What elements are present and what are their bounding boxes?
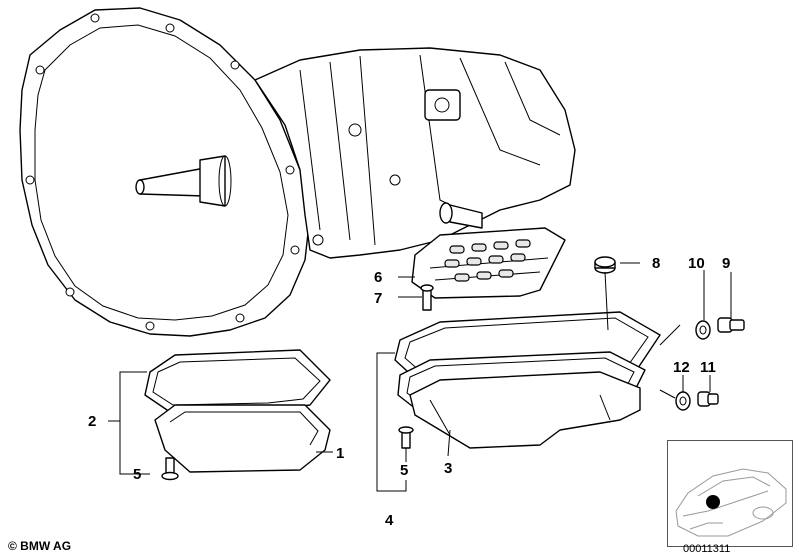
plug-11 (697, 391, 719, 407)
bolt-7 (420, 284, 434, 311)
gasket-left (144, 349, 331, 413)
callout-5-left: 5 (133, 466, 142, 483)
plug-9 (717, 317, 745, 333)
callout-6: 6 (374, 269, 383, 286)
oil-filter (411, 227, 566, 299)
callout-1: 1 (336, 445, 345, 462)
transmission-case (254, 47, 576, 259)
washer-12 (675, 391, 691, 411)
car-locator-icon (675, 468, 787, 537)
transmission-housing (19, 7, 311, 337)
callout-10: 10 (688, 255, 705, 272)
callout-3: 3 (444, 460, 453, 477)
drain-plug-8 (594, 256, 616, 274)
bolt-5-right (398, 426, 414, 449)
callout-5-right: 5 (400, 462, 409, 479)
callout-2: 2 (88, 413, 97, 430)
diagram-number: 00011311 (683, 543, 731, 555)
callout-8: 8 (652, 255, 661, 272)
callout-9: 9 (722, 255, 731, 272)
callout-11: 11 (700, 359, 716, 376)
callout-4: 4 (385, 512, 394, 529)
leader-lines (108, 262, 732, 492)
callout-7: 7 (374, 290, 383, 307)
washer-10 (695, 320, 711, 340)
copyright-notice: © BMW AG (8, 539, 72, 553)
oil-pan-1 (154, 404, 331, 473)
vehicle-locator-inset (667, 440, 793, 547)
callout-12: 12 (673, 359, 690, 376)
oil-pan-3 (409, 371, 641, 449)
bolt-5-left (161, 457, 179, 481)
